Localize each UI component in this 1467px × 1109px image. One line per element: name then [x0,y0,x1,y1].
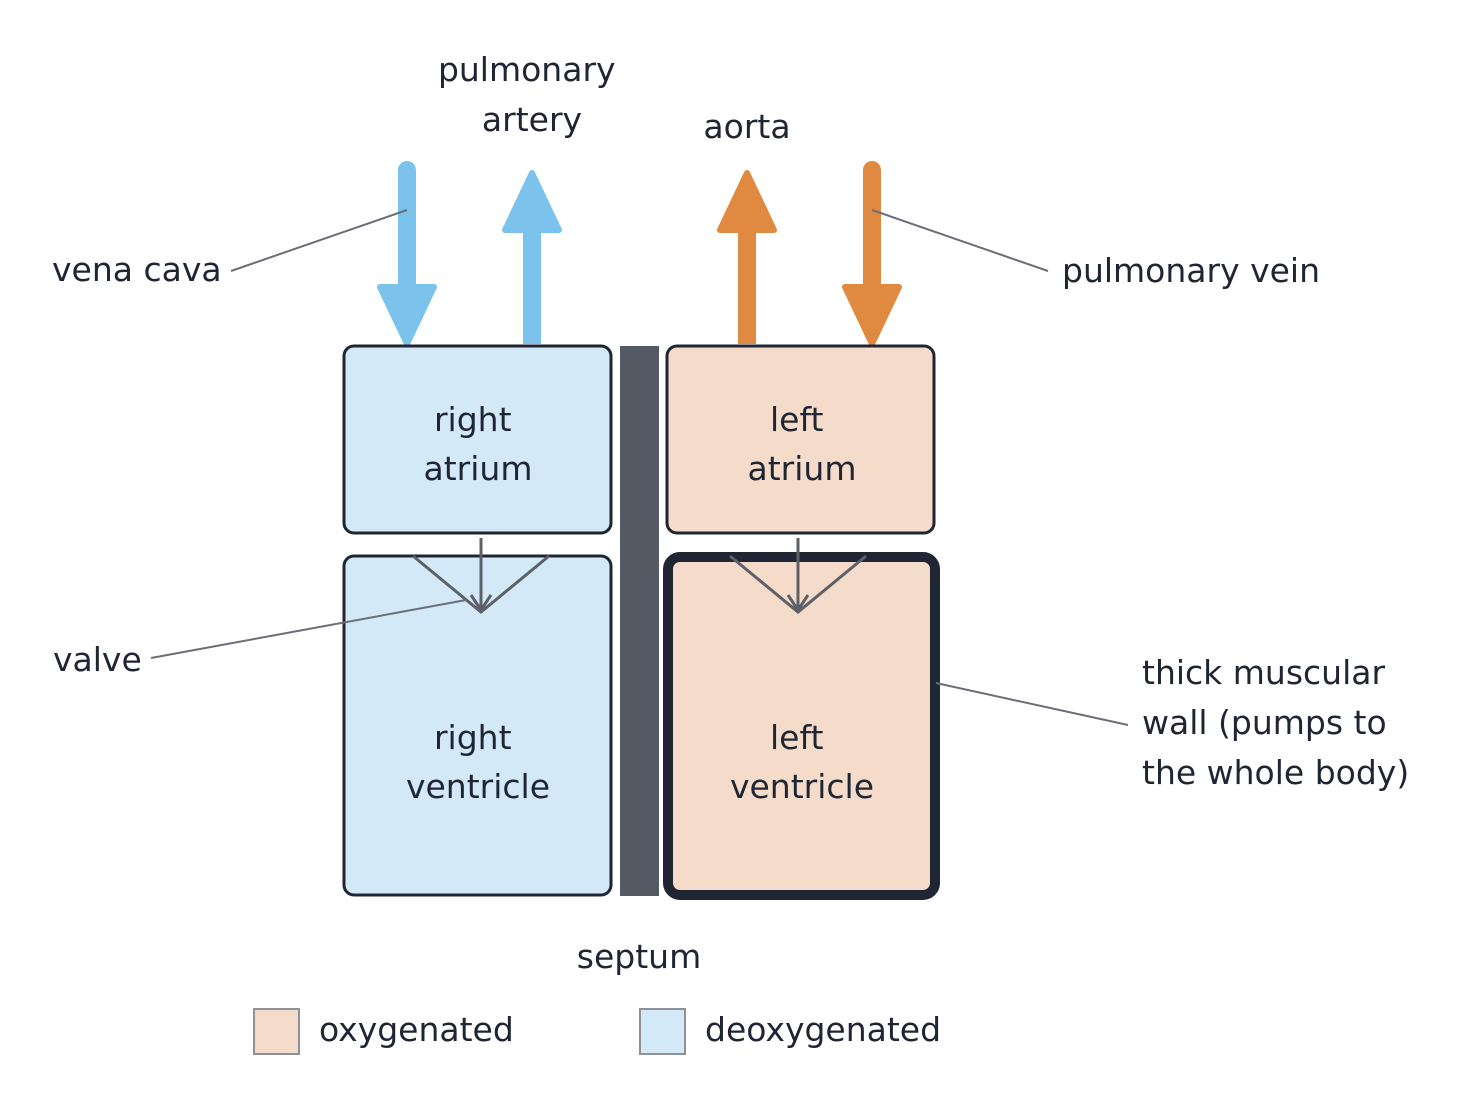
right-atrium-label-line2: atrium [424,449,533,488]
aorta-arrow [717,170,777,344]
left-atrium-label: left atrium [748,400,857,488]
left-ventricle-label: left ventricle [730,718,874,806]
thick-wall-label-line2: wall (pumps to [1142,703,1387,742]
thick-wall-label-line3: the whole body) [1142,753,1409,792]
valve-label: valve [53,640,142,679]
left-atrium-box [665,344,936,535]
pulmonary-artery-label-line2: artery [482,100,582,139]
left-ventricle-label-line2: ventricle [730,767,874,806]
pulmonary-vein-leader [871,209,1049,272]
left-atrium-label-line1: left [770,400,824,439]
legend-oxygenated-label: oxygenated [319,1010,514,1049]
vena-cava-label: vena cava [52,250,222,289]
left-atrium-label-line2: atrium [748,449,857,488]
vena-cava-arrow [377,161,437,347]
right-ventricle-label-line1: right [434,718,512,757]
right-atrium-label: right atrium [424,400,533,488]
left-ventricle-label-line1: left [770,718,824,757]
legend-oxygenated-swatch [253,1008,300,1055]
right-ventricle-label-line2: ventricle [406,767,550,806]
right-ventricle-box [342,554,613,897]
vena-cava-leader [230,209,408,272]
legend-deoxygenated-swatch [639,1008,686,1055]
thick-wall-label: thick muscular wall (pumps to the whole … [1142,653,1409,792]
pulmonary-artery-arrow [502,170,562,344]
septum-label: septum [577,937,701,976]
legend-deoxygenated-label: deoxygenated [705,1010,941,1049]
pulmonary-vein-label: pulmonary vein [1062,251,1320,290]
right-valve [412,538,550,614]
pulmonary-artery-label-line1: pulmonary [438,50,616,89]
right-atrium-box [342,344,613,535]
aorta-label: aorta [703,107,790,146]
septum-wall [620,346,659,896]
thick-wall-label-line1: thick muscular [1142,653,1385,692]
pulmonary-vein-arrow [842,161,902,347]
thick-wall-leader [935,682,1129,726]
legend: oxygenated deoxygenated [253,1008,941,1055]
left-valve [729,538,867,614]
valve-leader [150,599,467,659]
right-atrium-label-line1: right [434,400,512,439]
left-ventricle-box [663,552,940,900]
pulmonary-artery-label: pulmonary artery [438,50,626,139]
right-ventricle-label: right ventricle [406,718,550,806]
